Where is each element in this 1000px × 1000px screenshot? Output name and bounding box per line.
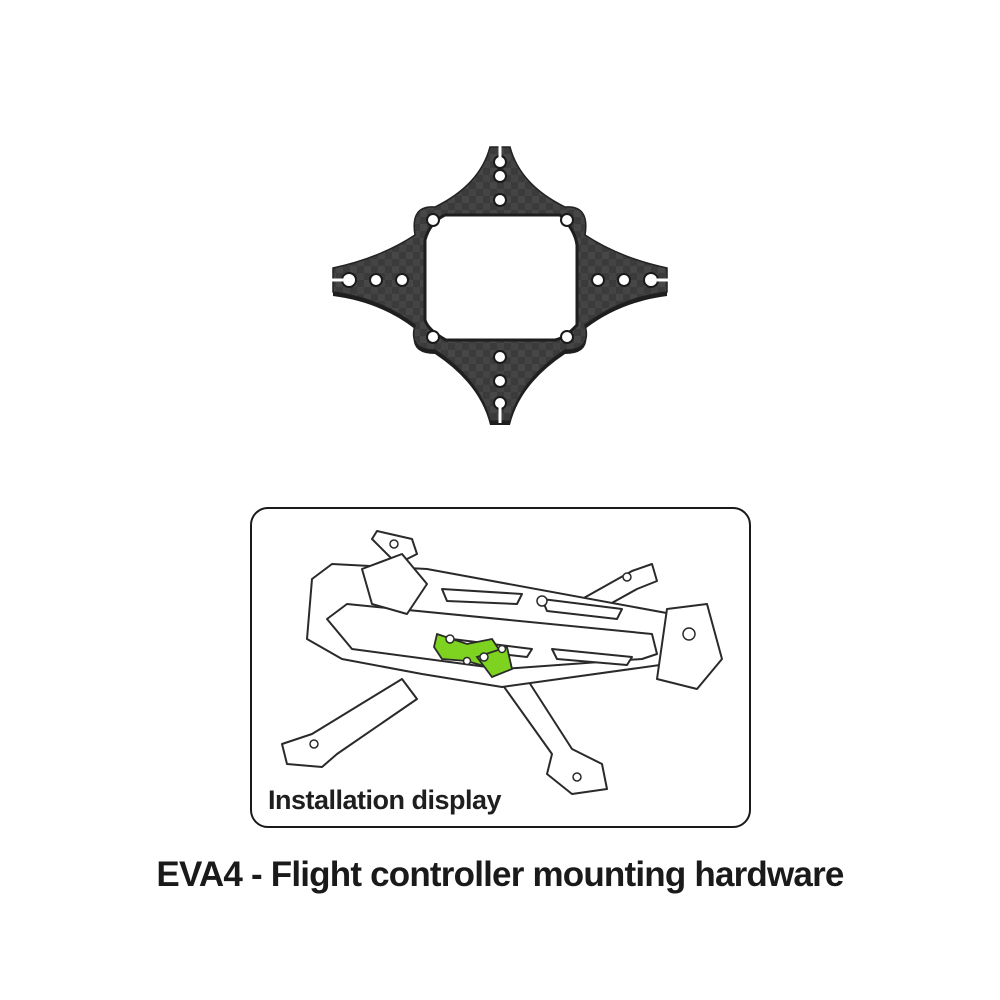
installation-display-label: Installation display bbox=[268, 785, 502, 815]
drone-frame-illustration bbox=[281, 530, 723, 795]
page-title: EVA4 - Flight controller mounting hardwa… bbox=[156, 855, 844, 894]
installation-display-panel: Installation display bbox=[250, 507, 751, 828]
fc-mount-plate-image bbox=[330, 145, 670, 425]
